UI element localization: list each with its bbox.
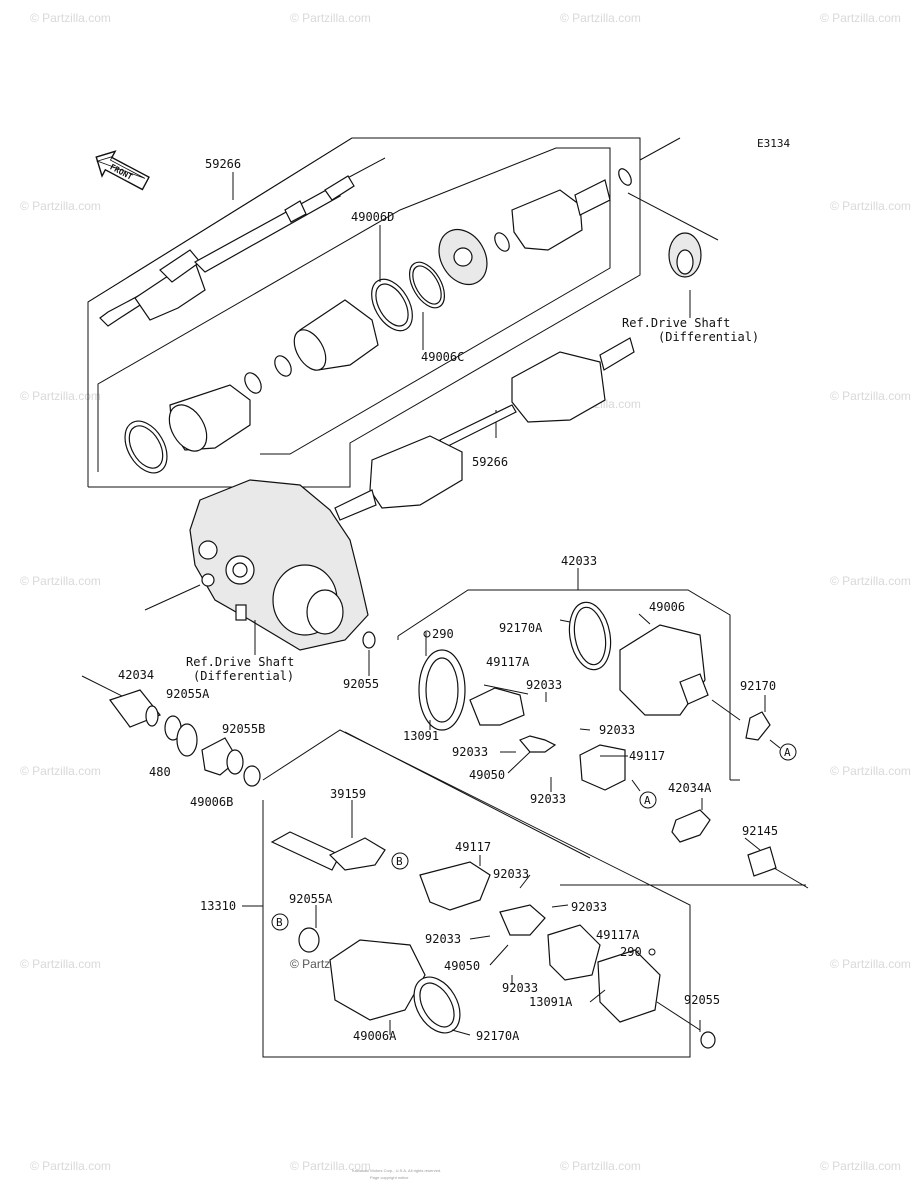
watermark: © Partzilla.com: [290, 1159, 371, 1173]
diagram-code: E3134: [757, 137, 790, 150]
part-label-92170A-a: 92170A: [499, 621, 543, 635]
watermark: © Partzilla.com: [830, 389, 911, 403]
watermark: © Partzilla.com: [20, 764, 101, 778]
watermark: © Partzilla.com: [560, 11, 641, 25]
watermark: © Partzilla.com: [830, 764, 911, 778]
part-label-92055B: 92055B: [222, 722, 265, 736]
part-label-92055-a: 92055: [343, 677, 379, 691]
part-label-290-b: 290: [620, 945, 642, 959]
part-label-42034A: 42034A: [668, 781, 712, 795]
watermark: © Partzilla.com: [20, 574, 101, 588]
ref-drive-shaft-top-line1: Ref.Drive Shaft: [622, 316, 730, 330]
callout-b-2: B: [271, 913, 289, 931]
lower-assembly-outline: [262, 729, 691, 1058]
watermark: © Partzilla.com: [820, 1159, 901, 1173]
part-label-49006D: 49006D: [351, 210, 394, 224]
ref-drive-shaft-top-line2: (Differential): [658, 330, 759, 344]
part-label-92033-f: 92033: [571, 900, 607, 914]
part-label-480: 480: [149, 765, 171, 779]
part-label-49117-a: 49117: [629, 749, 665, 763]
svg-text:A: A: [784, 746, 791, 759]
watermark: © Partzilla.com: [20, 957, 101, 971]
part-label-290-a: 290: [432, 627, 454, 641]
part-label-13091: 13091: [403, 729, 439, 743]
part-label-92033-h: 92033: [502, 981, 538, 995]
watermark: © Partzilla.com: [830, 199, 911, 213]
part-label-92170A-b: 92170A: [476, 1029, 520, 1043]
part-label-49050-b: 49050: [444, 959, 480, 973]
callout-b-1: B: [391, 852, 409, 870]
watermark: © Partzilla.com: [820, 11, 901, 25]
part-label-49050-a: 49050: [469, 768, 505, 782]
part-label-49117-b: 49117: [455, 840, 491, 854]
part-label-92033-b: 92033: [599, 723, 635, 737]
left-small-parts: [81, 675, 261, 787]
footer-copyright-line2: Page copyright notice: [370, 1175, 409, 1180]
watermark: © Partzilla.com: [830, 574, 911, 588]
part-label-49006C: 49006C: [421, 350, 464, 364]
part-label-59266-mid: 59266: [472, 455, 508, 469]
part-label-49006B: 49006B: [190, 795, 233, 809]
watermark: © Partzilla.com: [30, 11, 111, 25]
differential-housing: [144, 479, 369, 651]
footer-copyright-line1: Kawasaki Motors Corp., U.S.A. All rights…: [352, 1168, 441, 1173]
part-label-92033-e: 92033: [493, 867, 529, 881]
differential-gear-ref: [668, 232, 702, 278]
front-arrow-icon: FRONT: [95, 150, 150, 191]
part-label-42033: 42033: [561, 554, 597, 568]
part-label-92033-g: 92033: [425, 932, 461, 946]
part-label-92145: 92145: [742, 824, 778, 838]
part-label-92055A-b: 92055A: [289, 892, 333, 906]
svg-text:A: A: [644, 794, 651, 807]
watermark: © Partzilla.com: [20, 199, 101, 213]
part-label-13091A: 13091A: [529, 995, 573, 1009]
watermark: © Partzilla.com: [290, 11, 371, 25]
part-label-39159: 39159: [330, 787, 366, 801]
part-label-92033-d: 92033: [530, 792, 566, 806]
part-label-42034: 42034: [118, 668, 154, 682]
drive-shaft-top: [99, 157, 386, 327]
svg-text:B: B: [396, 855, 403, 868]
svg-text:B: B: [276, 916, 283, 929]
part-label-92170: 92170: [740, 679, 776, 693]
drive-shaft-middle: [334, 337, 635, 521]
right-leader-lines: [425, 613, 809, 889]
ref-drive-shaft-bottom-line1: Ref.Drive Shaft: [186, 655, 294, 669]
upper-leader-lines: [232, 137, 719, 438]
part-label-49006: 49006: [649, 600, 685, 614]
part-label-59266-top: 59266: [205, 157, 241, 171]
right-assembly-parts: [418, 601, 777, 877]
part-label-49006A: 49006A: [353, 1029, 397, 1043]
right-assembly-outline: [397, 568, 806, 886]
lower-leader-lines: [315, 800, 701, 1036]
watermark: © Partzilla.com: [30, 1159, 111, 1173]
part-label-13310: 13310: [200, 899, 236, 913]
watermark: © Partzilla.com: [830, 957, 911, 971]
part-label-92033-c: 92033: [452, 745, 488, 759]
watermark: © Partzilla.com: [20, 389, 101, 403]
part-label-92055A-a: 92055A: [166, 687, 210, 701]
part-label-92033-a: 92033: [526, 678, 562, 692]
part-label-49117A-b: 49117A: [596, 928, 640, 942]
part-label-49117A-a: 49117A: [486, 655, 530, 669]
o-ring-92055: [362, 631, 376, 649]
upper-axle-assembly-outline: [87, 137, 641, 488]
part-label-92055-b: 92055: [684, 993, 720, 1007]
lower-assembly-parts: [270, 831, 716, 1049]
callout-a-2: A: [639, 791, 657, 809]
washer-icon: [423, 630, 431, 638]
upper-boot-parts: [124, 168, 632, 474]
watermark-layer: © Partzilla.com © Partzilla.com © Partzi…: [20, 11, 911, 1173]
ref-drive-shaft-bottom-line2: (Differential): [193, 669, 294, 683]
watermark: © Partzilla.com: [560, 1159, 641, 1173]
callout-a-1: A: [769, 739, 797, 761]
washer-icon: [648, 948, 656, 956]
